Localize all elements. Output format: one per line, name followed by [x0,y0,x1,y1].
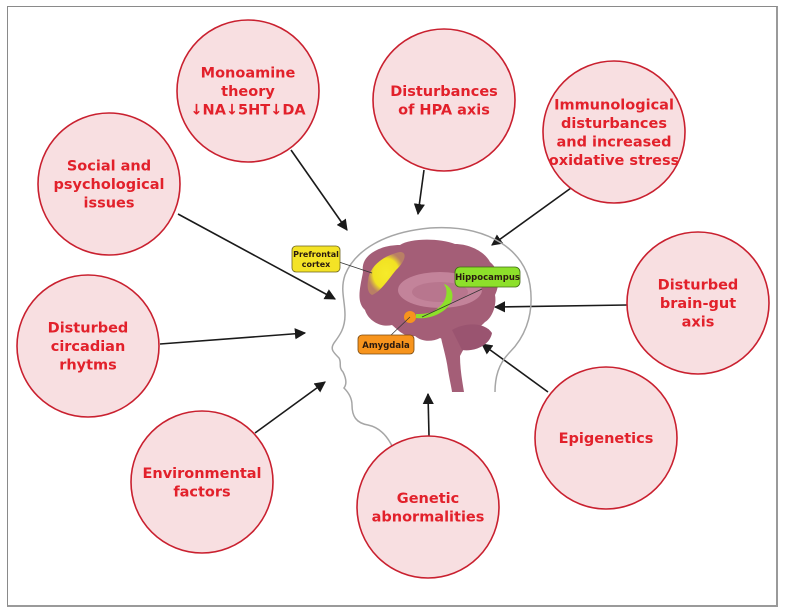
arrow-monoamine [290,149,348,231]
factor-label-line: oxidative stress [549,153,680,169]
factor-circle-brain-gut: Disturbed brain-gut axis [626,231,770,375]
circle-shape [130,410,274,554]
arrow-genetic [422,392,434,437]
factor-label-line: Social and [67,159,151,175]
factor-circle-immunological: Immunological disturbances and increased ox… [542,60,686,204]
factor-label-line: brain-gut [660,296,736,312]
factor-label-line: theory [221,84,275,100]
arrow-social [177,213,336,300]
factor-label-line: Genetic [397,491,459,507]
arrow-epigenetics [481,343,549,393]
factor-label-line: Disturbed [658,278,739,294]
hippocampus-region [416,284,453,319]
amygdala-label: Amygdala [362,341,410,351]
factor-circle-hpa: Disturbances of HPA axis [372,28,516,172]
label-hippocampus: Hippocampus [454,266,521,288]
arrow-immunological [491,187,572,246]
circle-shape [37,112,181,256]
factor-label-line: psychological [54,177,165,193]
arrow-environmental [254,381,326,434]
factor-label-line: Monoamine [201,66,296,82]
circle-shape [372,28,516,172]
factor-circle-circadian: Disturbed circadian rhytms [16,274,160,418]
factor-label-line: disturbances [561,116,667,132]
factor-circle-genetic: Genetic abnormalities [356,435,500,579]
circle-shape [534,366,678,510]
factor-circle-social: Social and psychological issues [37,112,181,256]
thalamus [412,282,468,302]
circle-shape [176,19,320,163]
label-amygdala: Amygdala [357,334,415,355]
prefrontal-label-line-2: cortex [302,260,331,269]
factor-label-line: Immunological [554,97,674,113]
factor-label-line: issues [83,196,134,212]
factor-label-line: rhytms [59,358,117,374]
figure-frame [7,6,778,607]
head-outline [331,226,532,463]
factor-label-line: Epigenetics [559,431,654,447]
head-brain-illustration: Prefrontal cortex Hippocampus Amygdala [291,226,532,463]
prefrontal-label-line-1: Prefrontal [293,250,339,259]
factor-label-line: ↓NA↓5HT↓DA [190,103,306,119]
factor-circle-environmental: Environmental factors [130,410,274,554]
arrows-group [159,149,628,437]
arrow-brain-gut [493,301,628,313]
label-prefrontal-cortex: Prefrontal cortex [291,245,341,273]
factor-label-line: Disturbed [48,321,129,337]
prefrontal-region [367,252,405,295]
circle-shape [356,435,500,579]
factor-label-line: factors [173,484,230,500]
factor-label-line: and increased [556,134,671,150]
factor-circle-epigenetics: Epigenetics [534,366,678,510]
circle-shape [542,60,686,204]
factor-circle-monoamine: Monoamine theory ↓NA↓5HT↓DA [176,19,320,163]
amygdala-leader [388,316,411,338]
factor-label-line: of HPA axis [398,102,490,118]
factor-label-line: abnormalities [372,509,485,525]
factor-circles: Monoamine theory ↓NA↓5HT↓DA Disturbances of … [16,19,770,579]
arrow-circadian [159,328,307,345]
circle-shape [16,274,160,418]
circle-shape [626,231,770,375]
factor-label-line: axis [682,315,715,331]
factor-label-line: Environmental [142,466,261,482]
hippocampus-leader [421,288,483,318]
arrow-hpa [413,169,425,216]
prefrontal-leader [338,261,373,274]
brain-cerebellum [452,324,492,351]
hippocampus-label: Hippocampus [455,273,520,283]
factor-label-line: Disturbances [390,84,498,100]
factor-label-line: circadian [51,339,126,355]
